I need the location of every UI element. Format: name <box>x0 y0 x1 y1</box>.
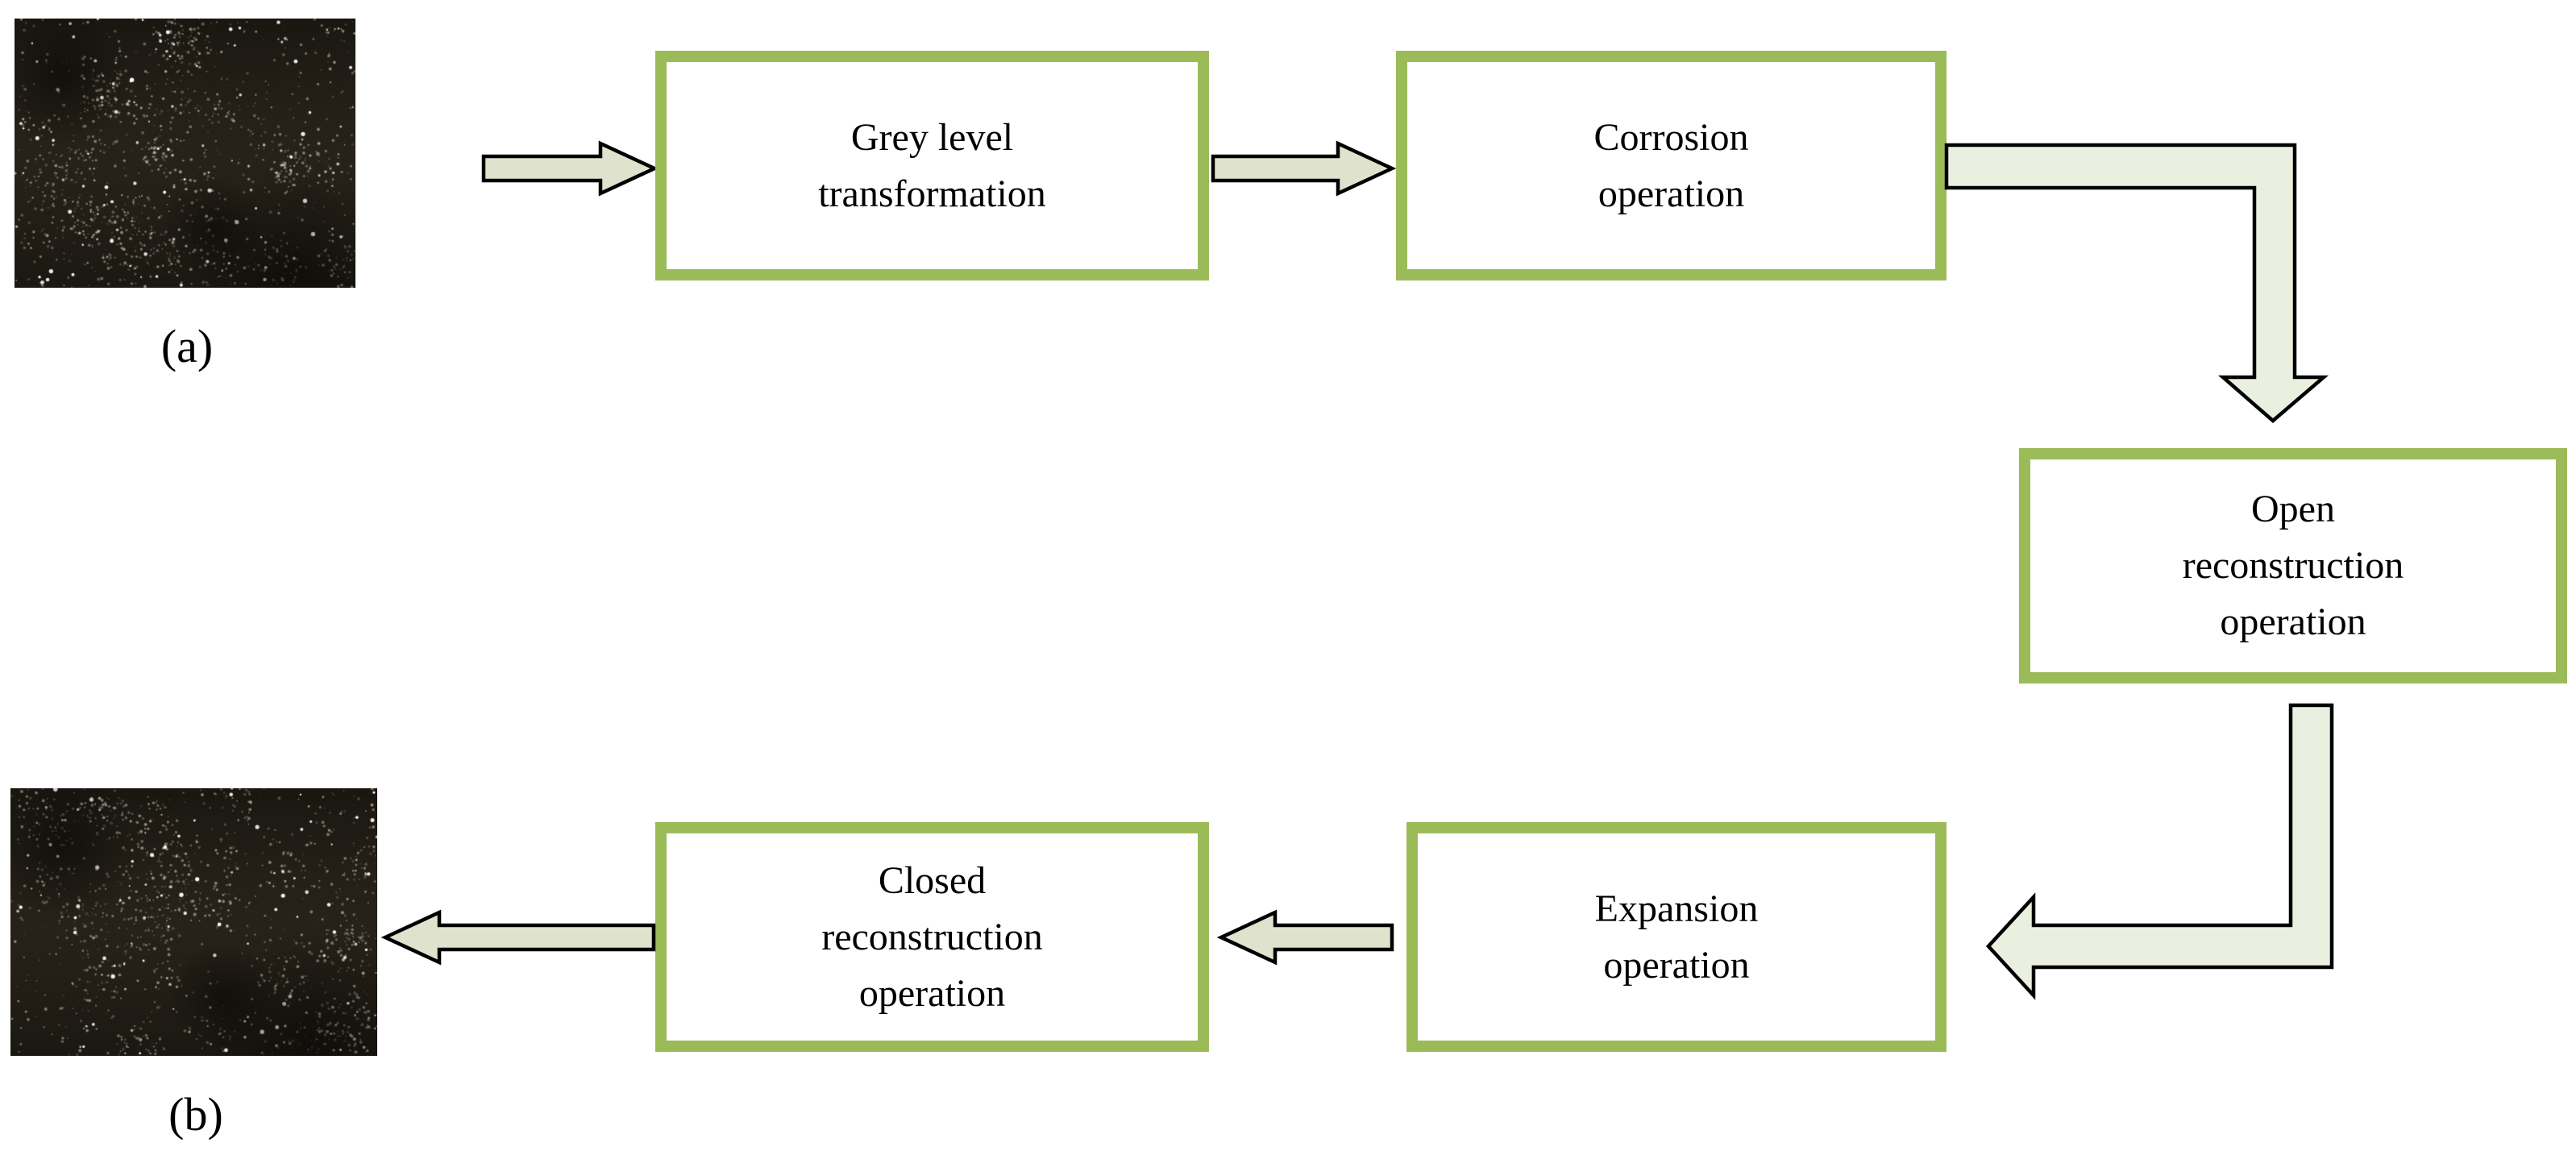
node-label: Closed reconstruction operation <box>821 858 1043 1015</box>
arrow-open-reconstruction-to-expansion <box>1985 703 2334 1000</box>
node-label: Open reconstruction operation <box>2182 488 2404 643</box>
arrow-closed-reconstruction-to-image-b <box>380 909 656 966</box>
node-label: Grey level transformation <box>818 115 1046 215</box>
arrow-corrosion-to-open-reconstruction <box>1944 143 2329 423</box>
node-grey-level-transformation: Grey level transformation <box>655 51 1209 280</box>
micrograph-a-canvas <box>15 19 355 288</box>
node-closed-reconstruction-operation: Closed reconstruction operation <box>655 822 1209 1052</box>
arrow-grey-level-to-corrosion <box>1211 140 1397 197</box>
node-open-reconstruction-operation: Open reconstruction operation <box>2019 448 2567 683</box>
caption-a: (a) <box>160 320 214 372</box>
caption-b: (b) <box>168 1088 223 1140</box>
node-corrosion-operation: Corrosion operation <box>1396 51 1947 280</box>
arrow-image-a-to-grey-level <box>481 140 659 197</box>
micrograph-a <box>15 19 355 288</box>
micrograph-b-canvas <box>10 788 377 1056</box>
micrograph-b <box>10 788 377 1056</box>
arrow-expansion-to-closed-reconstruction <box>1216 909 1394 966</box>
node-label: Expansion operation <box>1594 887 1759 987</box>
node-expansion-operation: Expansion operation <box>1406 822 1947 1052</box>
node-label: Corrosion operation <box>1593 115 1749 215</box>
